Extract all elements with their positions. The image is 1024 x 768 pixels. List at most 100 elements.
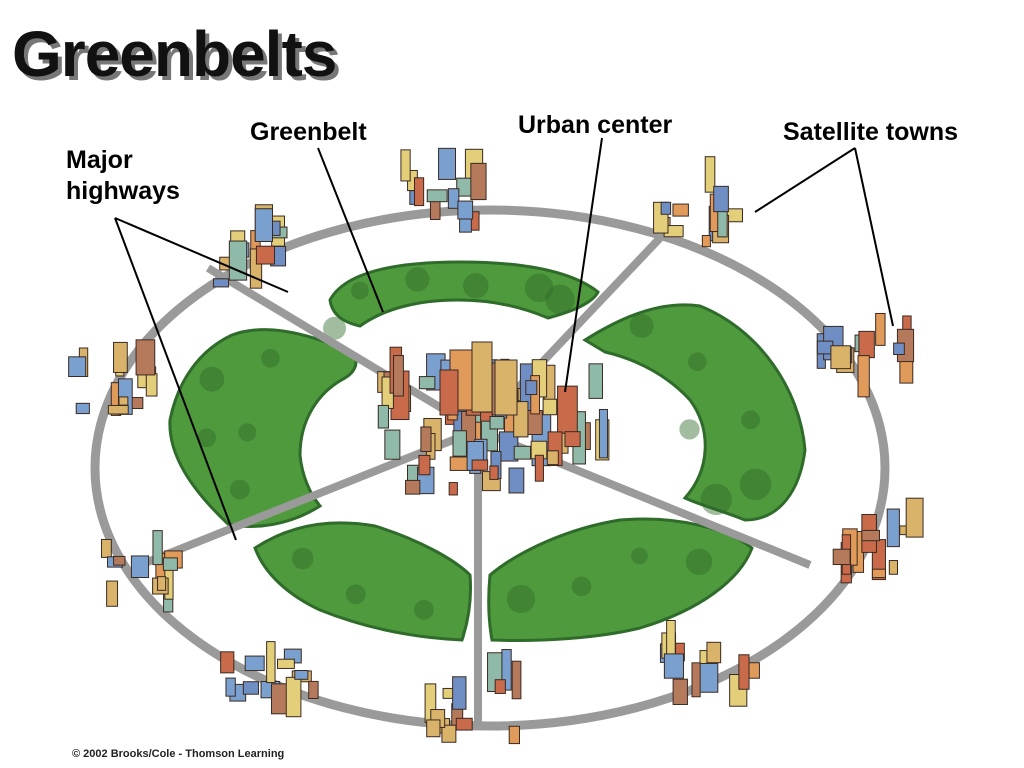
tree-tuft — [685, 548, 713, 575]
tower-building — [494, 359, 518, 416]
leader-highways-b — [114, 217, 237, 541]
leader-satellite-e — [854, 147, 894, 327]
satellite-town-south-west — [220, 641, 319, 718]
building — [384, 429, 401, 460]
building — [511, 660, 522, 700]
tree-tuft — [199, 366, 225, 392]
building — [377, 404, 389, 429]
building — [100, 538, 112, 558]
ring-highway — [90, 205, 890, 731]
tree-tuft — [679, 419, 700, 440]
tower-building — [471, 341, 493, 413]
building — [663, 653, 684, 679]
building — [106, 580, 119, 607]
building — [546, 450, 559, 466]
tree-tuft — [741, 410, 761, 430]
building — [113, 341, 128, 373]
satellite-town-southwest — [100, 530, 183, 613]
forest-segment-east — [582, 303, 807, 522]
building — [113, 555, 126, 566]
building — [830, 345, 851, 370]
tree-tuft — [345, 584, 366, 605]
satellite-towns — [68, 147, 924, 745]
tree-tuft — [350, 281, 369, 300]
building — [494, 679, 506, 694]
building — [557, 385, 578, 434]
tree-tuft — [688, 352, 707, 371]
building — [598, 408, 608, 459]
leader-lines — [114, 137, 894, 541]
slide-title: Greenbelts — [12, 18, 337, 90]
building — [713, 185, 729, 213]
building — [225, 677, 236, 697]
building — [426, 189, 448, 203]
building — [525, 380, 538, 396]
building — [414, 177, 425, 207]
tree-tuft — [545, 284, 575, 315]
building — [726, 208, 743, 223]
building — [588, 363, 603, 399]
building — [832, 548, 851, 566]
tree-tuft — [571, 576, 592, 597]
satellite-town-south — [424, 649, 522, 745]
building — [697, 662, 719, 693]
tower-building — [439, 369, 459, 416]
building — [893, 342, 905, 356]
leader-urban-center — [564, 137, 603, 393]
tree-tuft — [413, 599, 434, 620]
building — [420, 426, 432, 453]
building — [107, 404, 129, 415]
building — [489, 465, 499, 480]
tree-tuft — [229, 479, 250, 500]
building — [660, 201, 672, 215]
label-major-highways-line1: Major — [66, 146, 133, 174]
label-urban-center: Urban center — [518, 111, 673, 139]
building — [266, 641, 276, 684]
copyright-notice: © 2002 Brooks/Cole - Thomson Learning — [72, 748, 285, 760]
building — [501, 649, 512, 691]
radial-highway-nw — [205, 264, 481, 434]
forest-segment-south-east — [487, 517, 754, 642]
building — [448, 482, 458, 496]
building — [400, 149, 411, 182]
building — [277, 658, 295, 669]
building — [691, 662, 701, 698]
building — [508, 725, 520, 745]
tree-tuft — [238, 423, 257, 442]
leader-satellite-nw — [754, 147, 856, 213]
building — [701, 234, 711, 248]
building — [861, 529, 880, 542]
building — [426, 719, 441, 738]
building — [672, 678, 688, 705]
label-major-highways-line2: highways — [66, 177, 180, 205]
building — [706, 641, 722, 664]
building — [452, 676, 467, 710]
tree-tuft — [506, 584, 536, 614]
building — [871, 568, 886, 579]
building — [875, 312, 886, 346]
building — [152, 530, 163, 566]
building — [452, 430, 467, 457]
tree-tuft — [261, 349, 280, 368]
building — [418, 376, 436, 390]
label-satellite-towns: Satellite towns — [783, 118, 959, 146]
building — [418, 454, 431, 476]
building — [308, 680, 319, 699]
building — [162, 557, 178, 571]
building — [564, 431, 581, 448]
building — [242, 681, 259, 695]
building — [534, 454, 544, 482]
tree-tuft — [323, 316, 347, 340]
tree-tuft — [463, 273, 489, 299]
building — [905, 497, 924, 538]
label-greenbelt: Greenbelt — [250, 118, 367, 146]
building — [455, 717, 473, 731]
satellite-town-west — [68, 339, 158, 416]
building — [858, 330, 875, 359]
building — [471, 459, 489, 471]
building — [447, 188, 460, 209]
leader-greenbelt — [317, 147, 384, 313]
tree-tuft — [197, 428, 217, 448]
